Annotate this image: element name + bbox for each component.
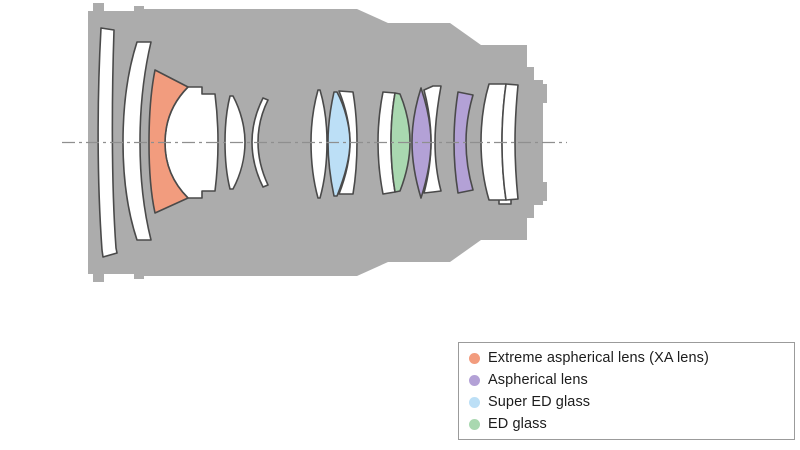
glass-element-front	[97, 27, 118, 258]
legend-label-aspherical-lens: Aspherical lens	[488, 372, 588, 388]
legend-swatch-aspherical-lens	[469, 374, 480, 386]
legend-label-xa-lens: Extreme aspherical lens (XA lens)	[488, 350, 709, 366]
legend-item-super-ed-glass: Super ED glass	[469, 391, 794, 413]
super-ed-glass-element	[327, 91, 351, 197]
legend-label-ed-glass: ED glass	[488, 416, 547, 432]
legend: Extreme aspherical lens (XA lens) Aspher…	[458, 342, 795, 440]
xa-lens-element	[148, 69, 189, 214]
aspherical-lens-element-1	[411, 87, 432, 199]
legend-swatch-super-ed-glass	[469, 396, 480, 408]
legend-item-xa-lens: Extreme aspherical lens (XA lens)	[469, 347, 794, 369]
legend-label-super-ed-glass: Super ED glass	[488, 394, 591, 410]
legend-item-aspherical-lens: Aspherical lens	[469, 369, 794, 391]
legend-swatch-xa-lens	[469, 352, 480, 364]
glass-element-6	[251, 97, 269, 188]
legend-swatch-ed-glass	[469, 418, 480, 430]
glass-element-7	[310, 89, 328, 199]
glass-element-2	[122, 41, 152, 241]
legend-item-ed-glass: ED glass	[469, 413, 794, 435]
glass-element-12	[501, 83, 519, 201]
